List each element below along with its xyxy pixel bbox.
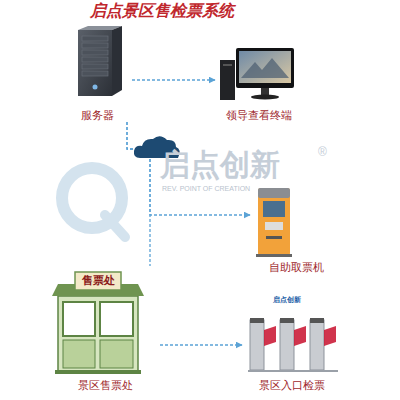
kiosk-illustration (256, 188, 292, 257)
node-label: 景区售票处 (76, 379, 135, 392)
dashed-connector (160, 344, 242, 345)
device-node: 领导查看终端 (215, 44, 303, 122)
watermark: 启点创新 (160, 148, 280, 181)
watermark: REV. POINT OF CREATION (162, 185, 250, 193)
node-label: 服务器 (79, 109, 116, 122)
dashed-connector (132, 79, 215, 80)
diagram-title: 启点景区售检票系统 (90, 2, 234, 20)
node-label: 领导查看终端 (224, 109, 294, 122)
node-label: 景区入口检票 (257, 379, 327, 392)
computer-illustration (220, 48, 294, 100)
gate-illustration (248, 318, 338, 372)
server-illustration (78, 26, 122, 96)
device-node: 景区入口检票 (242, 308, 342, 392)
node-label: 自助取票机 (267, 261, 326, 274)
device-node: 自助取票机 (250, 184, 342, 274)
ticket-office-illustration (52, 272, 144, 374)
device-node: 服务器 (62, 22, 132, 122)
sign-text: 售票处 (82, 274, 115, 286)
brand-logo: 启点创新 (273, 296, 301, 304)
watermark-logo (62, 168, 125, 237)
watermark-mark: ® (318, 146, 327, 159)
